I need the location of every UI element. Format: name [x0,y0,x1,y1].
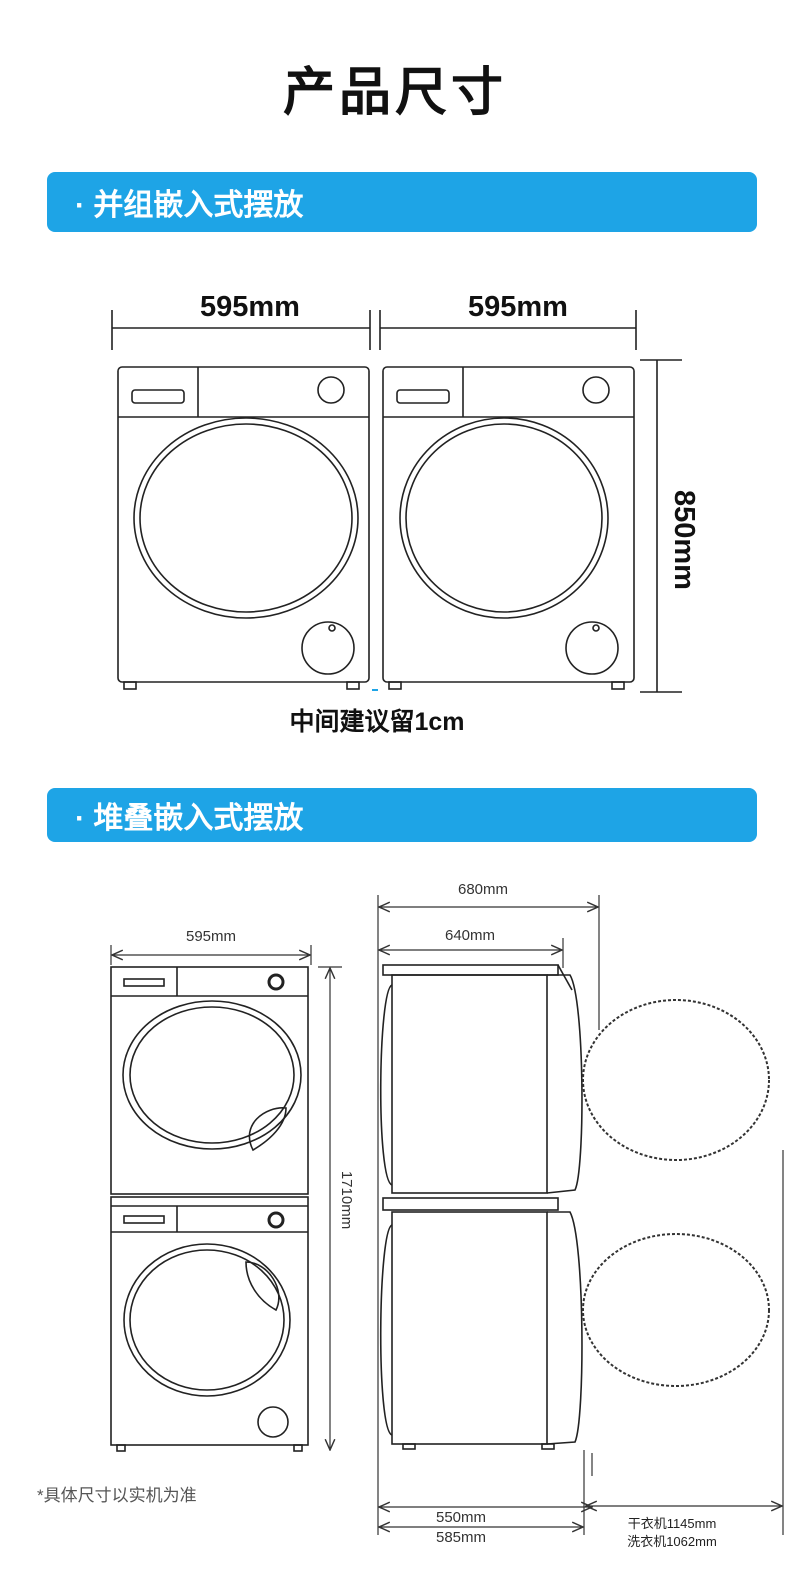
dryer-door-swing [582,999,770,1161]
stacked-side-drawing: 680mm 640mm 550mm 585mm 干衣机11 [377,881,784,1549]
stack-height-label: 1710mm [338,1171,355,1229]
stacked-front-drawing: 595mm 1710mm [110,928,355,1452]
dryer-side [379,964,583,1194]
base-outer-label: 585mm [436,1529,486,1546]
machine-left [117,366,370,690]
depth-body-label: 640mm [445,927,495,944]
height-label: 850mm [668,490,700,590]
section-header-side-by-side: · 并组嵌入式摆放 [47,172,757,232]
base-inner-label: 550mm [436,1509,486,1526]
width-left-label: 595mm [200,291,300,323]
dryer-front [110,966,309,1195]
depth-total-label: 680mm [458,881,508,898]
dryer-door-clearance: 干衣机1145mm [628,1516,717,1531]
washer-side [379,1197,583,1450]
side-by-side-drawing: 595mm 595mm 850mm 中间建议留1cm [111,291,700,736]
washer-door-swing [582,1233,770,1387]
washer-door-clearance: 洗衣机1062mm [627,1534,717,1549]
page-title: 产品尺寸 [282,64,507,122]
machine-right [382,366,635,690]
washer-front [110,1196,309,1452]
front-width-label: 595mm [186,928,236,945]
width-right-label: 595mm [468,291,568,323]
gap-note: 中间建议留1cm [289,708,464,736]
disclaimer: *具体尺寸以实机为准 [37,1486,197,1505]
section-header-stacked: · 堆叠嵌入式摆放 [47,788,757,842]
